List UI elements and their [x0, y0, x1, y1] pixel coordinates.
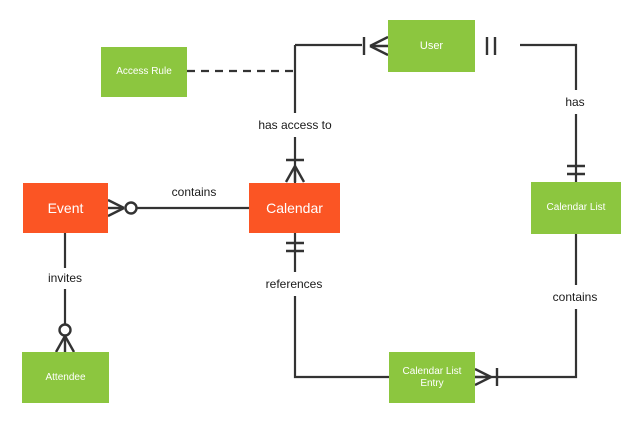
edge-label-invites: invites	[44, 271, 86, 285]
entity-event-label: Event	[47, 199, 84, 216]
edge-label-contains-event-calendar: contains	[168, 185, 220, 199]
entity-calendar-list-entry-label: Calendar List Entry	[402, 366, 462, 389]
cardinality-calendarlist-top-one-and-only-one	[567, 164, 585, 176]
entity-attendee-label: Attendee	[45, 371, 86, 383]
entity-user-label: User	[419, 39, 444, 52]
cardinality-cle-right-one-to-many	[474, 367, 499, 387]
edge-label-has-access-to: has access to	[255, 118, 335, 132]
edge-label-references: references	[262, 277, 326, 291]
entity-user[interactable]: User	[388, 20, 475, 72]
cardinality-event-right-zero-circle	[124, 201, 138, 215]
cardinality-calendar-top-one-to-many	[284, 158, 306, 183]
cardinality-calendar-bottom-one-and-only-one	[286, 241, 304, 253]
cardinality-attendee-zero-circle	[58, 323, 72, 337]
edge-contains-list-bottom	[475, 309, 578, 379]
entity-access-rule[interactable]: Access Rule	[101, 47, 187, 97]
edge-references-path	[293, 296, 389, 379]
edge-label-has: has	[562, 95, 588, 109]
entity-calendar-label: Calendar	[266, 199, 323, 216]
entity-access-rule-label: Access Rule	[116, 66, 172, 78]
entity-event[interactable]: Event	[23, 183, 108, 233]
cardinality-attendee-top-crowsfoot	[54, 335, 76, 353]
entity-calendar-list[interactable]: Calendar List	[531, 182, 621, 234]
cardinality-user-left-one-to-many	[362, 35, 389, 57]
edge-label-contains-list-entry: contains	[549, 290, 601, 304]
entity-calendar[interactable]: Calendar	[249, 183, 340, 233]
entity-calendar-list-entry[interactable]: Calendar List Entry	[389, 352, 475, 403]
cardinality-user-right-one-and-only-one	[485, 37, 497, 55]
entity-calendar-list-label: Calendar List	[546, 202, 606, 214]
edge-has-top	[520, 43, 578, 90]
cardinality-event-right-zero-or-many	[107, 198, 125, 218]
entity-attendee[interactable]: Attendee	[22, 352, 109, 403]
